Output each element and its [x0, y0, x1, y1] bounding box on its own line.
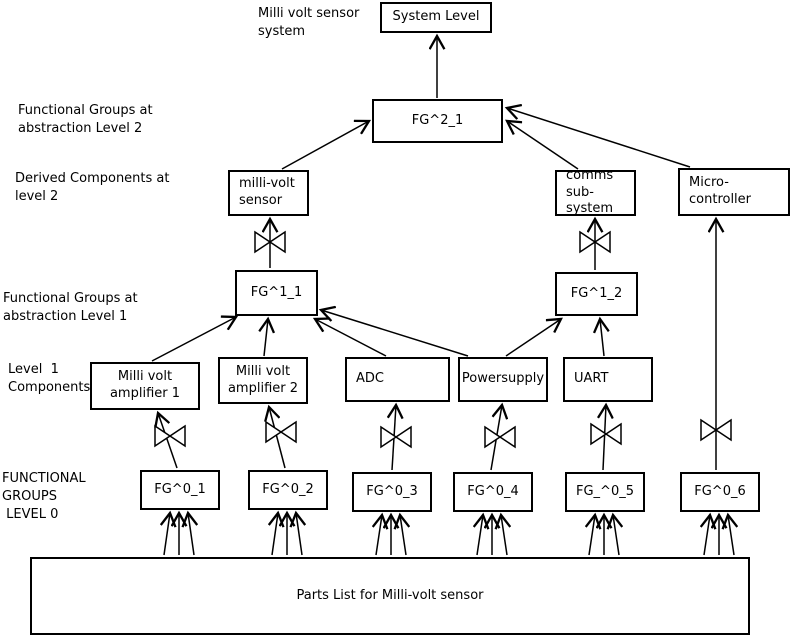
label-system-note: Milli volt sensor system: [258, 6, 360, 40]
node-fg0-5: FG_^0_5: [565, 472, 645, 512]
label-level-1-components: Level 1 Components: [8, 362, 91, 396]
node-fg0-1: FG^0_1: [140, 470, 220, 510]
node-fg1-1: FG^1_1: [235, 270, 318, 316]
node-milli-volt-amplifier-1: Milli volt amplifier 1: [90, 362, 200, 410]
bowtie-icon: [700, 418, 732, 442]
node-fg0-4: FG^0_4: [453, 472, 533, 512]
label-functional-groups-level-0: FUNCTIONAL GROUPS LEVEL 0: [2, 471, 86, 523]
node-powersupply: Powersupply: [458, 357, 548, 402]
node-fg0-3: FG^0_3: [352, 472, 432, 512]
node-milli-volt-sensor: milli-volt sensor: [228, 170, 309, 216]
bowtie-icon: [265, 420, 297, 444]
bowtie-icon: [380, 425, 412, 449]
node-parts-list: Parts List for Milli-volt sensor: [30, 557, 750, 635]
node-fg0-6: FG^0_6: [680, 472, 760, 512]
node-uart: UART: [563, 357, 653, 402]
node-adc: ADC: [345, 357, 450, 402]
node-fg2-1: FG^2_1: [372, 99, 503, 143]
node-system-level: System Level: [380, 2, 492, 33]
bowtie-icon: [579, 230, 611, 254]
node-milli-volt-amplifier-2: Milli volt amplifier 2: [218, 357, 308, 404]
node-comms-sub-system: comms sub-system: [555, 168, 636, 216]
bowtie-icon: [484, 425, 516, 449]
bowtie-icon: [254, 230, 286, 254]
node-micro-controller: Micro- controller: [678, 168, 790, 216]
label-functional-groups-level-1: Functional Groups at abstraction Level 1: [3, 291, 138, 325]
node-fg0-2: FG^0_2: [248, 470, 328, 510]
label-functional-groups-level-2: Functional Groups at abstraction Level 2: [18, 103, 153, 137]
node-fg1-2: FG^1_2: [555, 272, 638, 316]
label-derived-components-level-2: Derived Components at level 2: [15, 171, 170, 205]
bowtie-icon: [590, 422, 622, 446]
bowtie-icons: [154, 230, 732, 449]
bowtie-icon: [154, 424, 186, 448]
